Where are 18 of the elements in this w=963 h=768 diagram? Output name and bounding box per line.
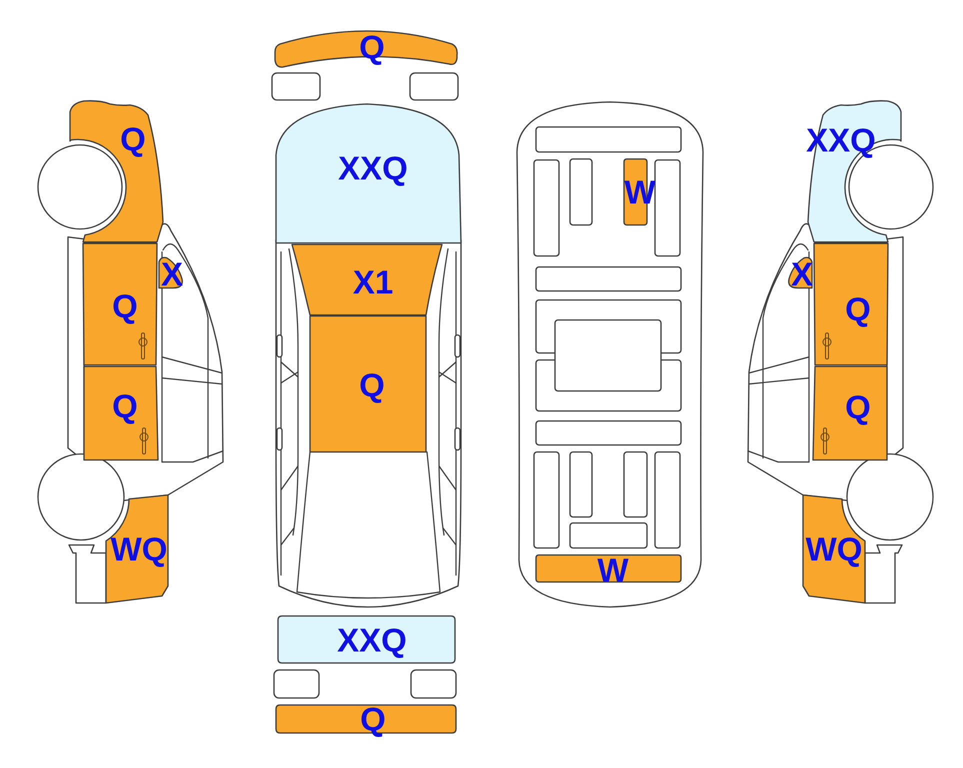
damage-code: Q [120,122,146,156]
damage-code: Q [112,390,138,422]
door-panel [83,366,159,461]
damage-code: Q [359,30,385,64]
fender-panel [69,99,165,243]
damage-code: WQ [110,532,168,566]
quarter-panel [105,494,171,604]
quarter-panel [800,494,866,604]
damage-code: Q [112,290,138,322]
damage-code: WQ [806,532,862,566]
door-panel [813,243,889,366]
door-panel [82,243,158,366]
damage-code: Q [845,390,871,424]
bumper-panel [275,702,457,736]
bumper-panel [274,28,459,69]
damage-code: Q [845,292,871,326]
damage-code: Q [360,702,386,736]
door-panel [812,366,888,461]
